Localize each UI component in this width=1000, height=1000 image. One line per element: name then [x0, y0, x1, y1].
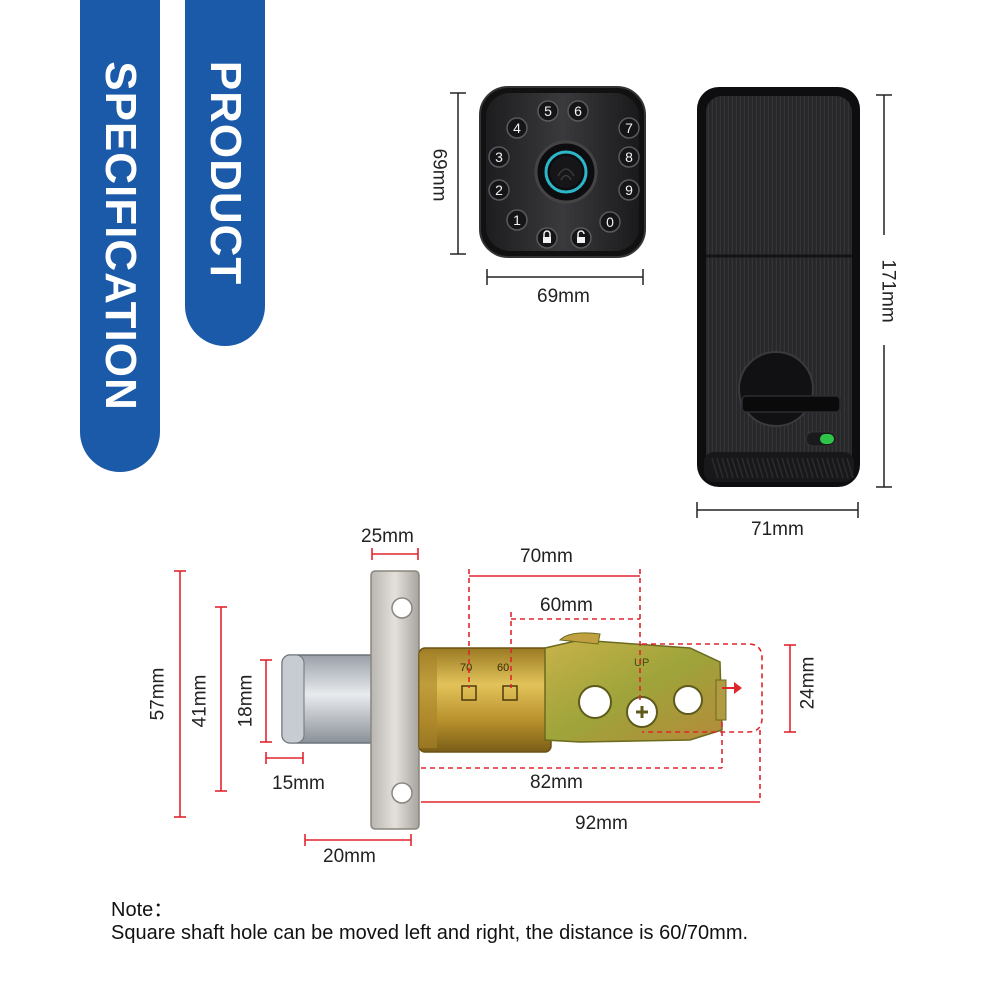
stamp-up: UP	[634, 657, 649, 669]
dim-60mm: 60mm	[540, 595, 593, 616]
keypad-key[interactable]	[599, 211, 621, 233]
latch-dimension-lines	[174, 548, 796, 846]
keypad-key[interactable]	[488, 146, 510, 168]
interior-dimension-lines	[696, 94, 892, 518]
keypad-key-label: 0	[606, 214, 614, 230]
note-text: Square shaft hole can be moved left and …	[111, 922, 749, 944]
keypad-key-label: 8	[625, 149, 633, 165]
lock-icon-shackle	[543, 230, 551, 237]
interior-unit	[697, 87, 860, 487]
keypad-key[interactable]	[506, 209, 528, 231]
unlock-icon-body	[577, 237, 585, 243]
dim-15mm: 15mm	[272, 773, 325, 794]
keypad-key-label: 1	[513, 212, 521, 228]
status-led	[820, 434, 834, 444]
keypad-key[interactable]	[618, 117, 640, 139]
keypad-height-label: 69mm	[428, 148, 450, 202]
thumb-turn	[738, 351, 814, 427]
keypad-key[interactable]	[488, 179, 510, 201]
keypad-key-label: 9	[625, 182, 633, 198]
dim-18mm: 18mm	[235, 674, 257, 728]
stamp-60: 60	[497, 662, 509, 674]
keypad-key-label: 7	[625, 120, 633, 136]
keypad-key-label: 4	[513, 120, 521, 136]
keypad-key-label: 6	[574, 103, 582, 119]
stamp-70: 70	[460, 662, 472, 674]
keypad-key[interactable]	[567, 100, 589, 122]
extend-arrow-icon	[722, 682, 742, 694]
dim-25mm: 25mm	[361, 526, 414, 547]
dim-92mm: 92mm	[575, 813, 628, 834]
specification-banner: SPECIFICATION	[80, 0, 160, 472]
dim-82mm: 82mm	[530, 772, 583, 793]
keypad-key-label: 3	[495, 149, 503, 165]
keypad-key-label: 5	[544, 103, 552, 119]
unlock-icon-shackle	[577, 230, 585, 237]
note-title: Note：	[111, 899, 174, 921]
dim-41mm: 41mm	[189, 674, 211, 728]
dim-57mm: 57mm	[147, 667, 169, 721]
dim-20mm: 20mm	[323, 846, 376, 867]
dim-70mm: 70mm	[520, 546, 573, 567]
latch-assembly	[281, 570, 727, 830]
keypad-unit	[479, 86, 646, 258]
keypad-keys: 5 6 4 7 3 8 2 9 1 0	[488, 100, 640, 249]
keypad-key[interactable]	[618, 179, 640, 201]
keypad-key-label: 2	[495, 182, 503, 198]
keypad-key[interactable]	[618, 146, 640, 168]
keypad-key[interactable]	[537, 100, 559, 122]
keypad-key[interactable]	[506, 117, 528, 139]
dim-24mm: 24mm	[797, 656, 819, 710]
keypad-dimension-lines	[450, 92, 644, 285]
interior-height-label: 171mm	[877, 259, 899, 323]
product-banner: PRODUCT	[185, 0, 265, 346]
interior-width-label: 71mm	[751, 519, 804, 540]
lock-icon-body	[543, 237, 551, 243]
keypad-width-label: 69mm	[537, 286, 590, 307]
